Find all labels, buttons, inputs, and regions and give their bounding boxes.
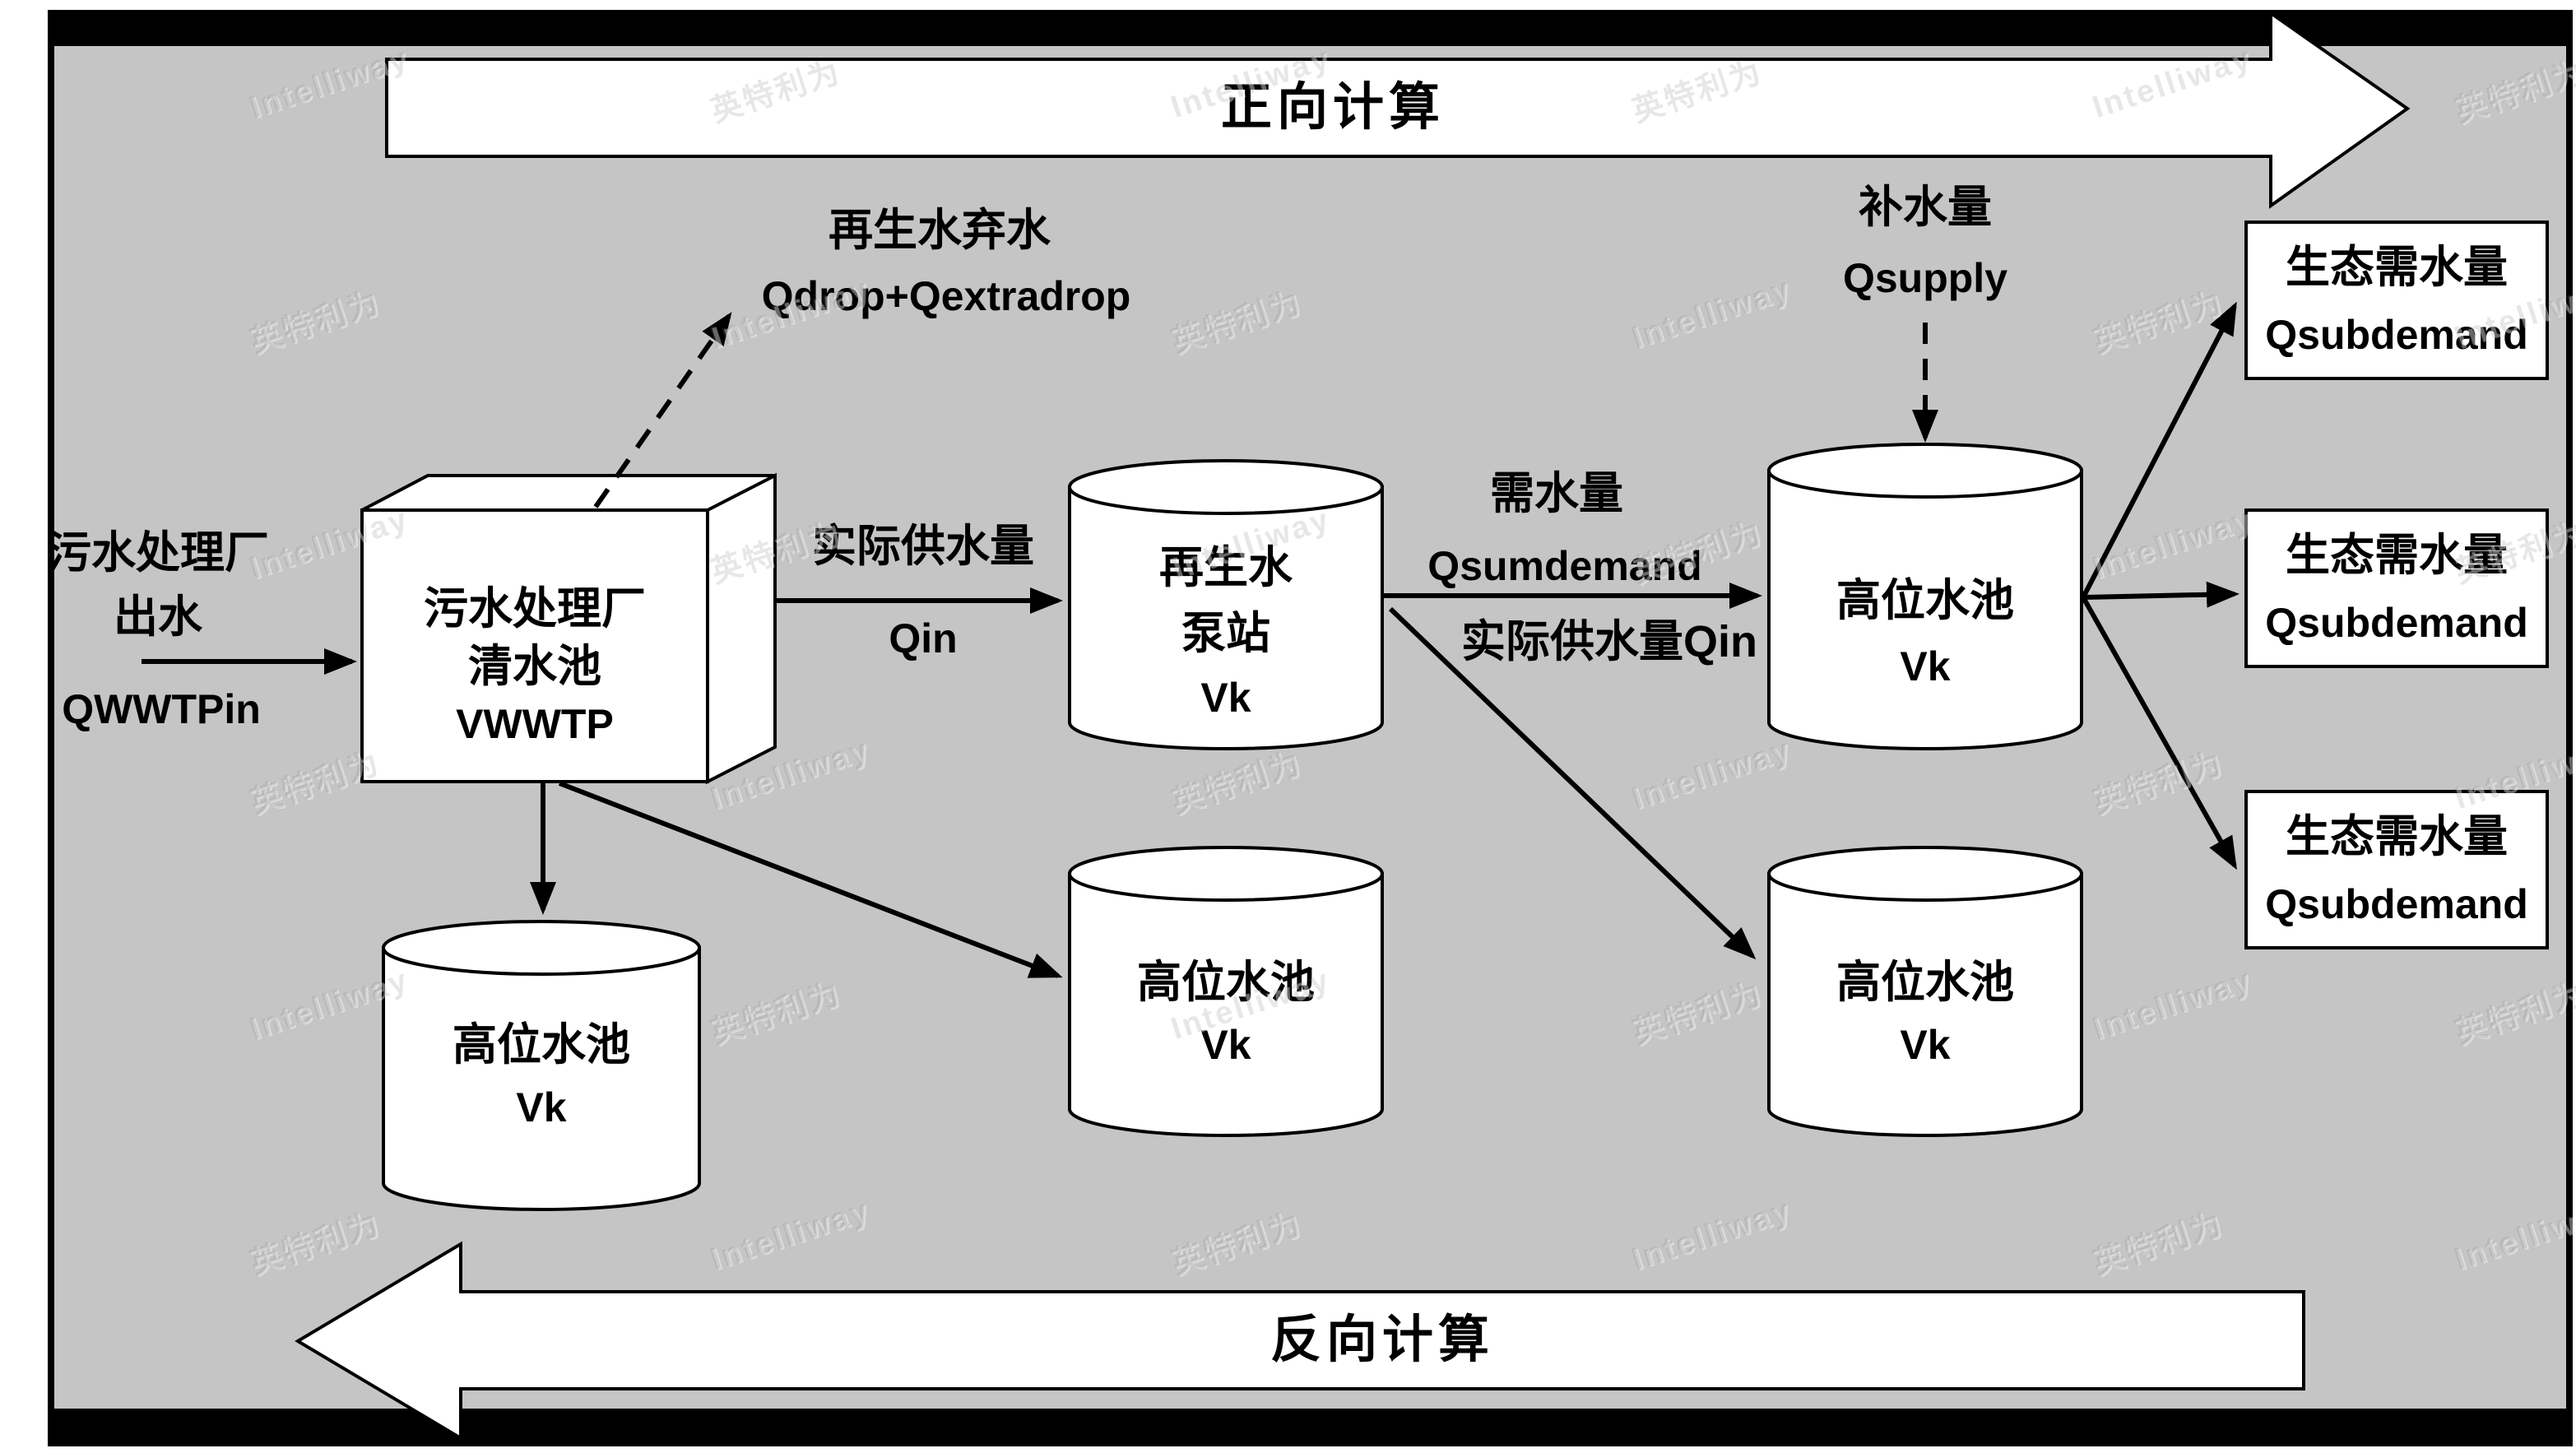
actual-supply-label: 实际供水量 xyxy=(812,522,1034,571)
wwtp-box-top-face xyxy=(361,474,776,512)
eco1-label: 生态需水量 xyxy=(2286,243,2508,292)
lower-right-tank-cylinder-body xyxy=(1767,872,2083,1137)
lower-right-tank-code-label: Vk xyxy=(1900,1022,1951,1068)
pump-label-line2: 泵站 xyxy=(1181,609,1270,658)
inflow-label-line2: 出水 xyxy=(114,592,202,642)
wwtp-code-label: VWWTP xyxy=(456,701,614,747)
edge-pump-to-lower-right-tank xyxy=(1388,606,1757,960)
edge-upper-tank-to-eco2 xyxy=(2082,581,2239,608)
lower-mid-tank-cylinder-top xyxy=(1068,846,1384,902)
inflow-code-label: QWWTPin xyxy=(62,686,261,732)
eco2-label: 生态需水量 xyxy=(2286,531,2508,580)
forward-banner-label: 正向计算 xyxy=(1220,79,1446,136)
demand-code-label: Qsumdemand xyxy=(1427,543,1702,589)
forward-banner-arrow xyxy=(385,10,2411,209)
backward-banner-arrow xyxy=(295,1241,2305,1441)
eco3-label: 生态需水量 xyxy=(2286,812,2508,861)
lower-mid-tank-code-label: Vk xyxy=(1200,1022,1251,1068)
drop-label-line1: 再生水弃水 xyxy=(828,206,1051,255)
backward-banner-label: 反向计算 xyxy=(1269,1311,1495,1368)
pump-label-line1: 再生水 xyxy=(1159,543,1293,592)
edge-upper-tank-to-eco1 xyxy=(2081,301,2237,599)
lower-mid-tank-cylinder-body xyxy=(1068,872,1384,1137)
lower-left-tank-cylinder-top xyxy=(382,920,701,976)
demand-actual-supply-label: 实际供水量Qin xyxy=(1461,617,1757,666)
lower-left-tank-code-label: Vk xyxy=(516,1084,567,1130)
wwtp-box-right-face xyxy=(706,472,777,785)
replenish-label: 补水量 xyxy=(1859,183,1992,232)
replenish-code-label: Qsupply xyxy=(1842,255,2008,301)
wwtp-label-line2: 清水池 xyxy=(468,642,601,691)
wwtp-label-line1: 污水处理厂 xyxy=(424,584,646,634)
wwtp-box-front-face xyxy=(360,508,709,783)
upper-tank-code-label: Vk xyxy=(1900,643,1951,689)
edge-wwtp-to-lower-mid-tank xyxy=(558,781,1063,978)
lower-right-tank-label: 高位水池 xyxy=(1836,958,2014,1007)
frame-right-line xyxy=(2566,10,2573,1446)
pump-cylinder-top xyxy=(1068,459,1384,515)
eco3-code-label: Qsubdemand xyxy=(2265,881,2528,927)
eco1-code-label: Qsubdemand xyxy=(2265,312,2528,358)
upper-tank-cylinder-body xyxy=(1767,469,2083,750)
eco-box-2 xyxy=(2244,508,2549,668)
edge-upper-tank-to-eco3 xyxy=(2081,596,2237,870)
upper-tank-cylinder-top xyxy=(1767,443,2083,499)
inflow-label-line1: 污水处理厂 xyxy=(47,528,269,578)
eco2-code-label: Qsubdemand xyxy=(2265,600,2528,646)
eco-box-3 xyxy=(2244,790,2549,949)
edge-wwtp-drop-dashed xyxy=(593,312,732,508)
frame-bottom-bar xyxy=(48,1409,2573,1446)
lower-mid-tank-label: 高位水池 xyxy=(1137,958,1315,1007)
frame-left-line xyxy=(48,10,54,1446)
lower-right-tank-cylinder-top xyxy=(1767,846,2083,902)
upper-tank-label: 高位水池 xyxy=(1836,576,2014,625)
lower-left-tank-label: 高位水池 xyxy=(453,1020,630,1070)
drop-code-label: Qdrop+Qextradrop xyxy=(761,273,1131,319)
lower-left-tank-cylinder-body xyxy=(382,946,701,1211)
pump-code-label: Vk xyxy=(1200,675,1251,721)
demand-label-line1: 需水量 xyxy=(1490,469,1623,518)
actual-supply-code-label: Qin xyxy=(889,615,958,662)
frame-top-bar xyxy=(48,10,2573,46)
eco-box-1 xyxy=(2244,221,2549,380)
pump-cylinder-body xyxy=(1068,485,1384,750)
